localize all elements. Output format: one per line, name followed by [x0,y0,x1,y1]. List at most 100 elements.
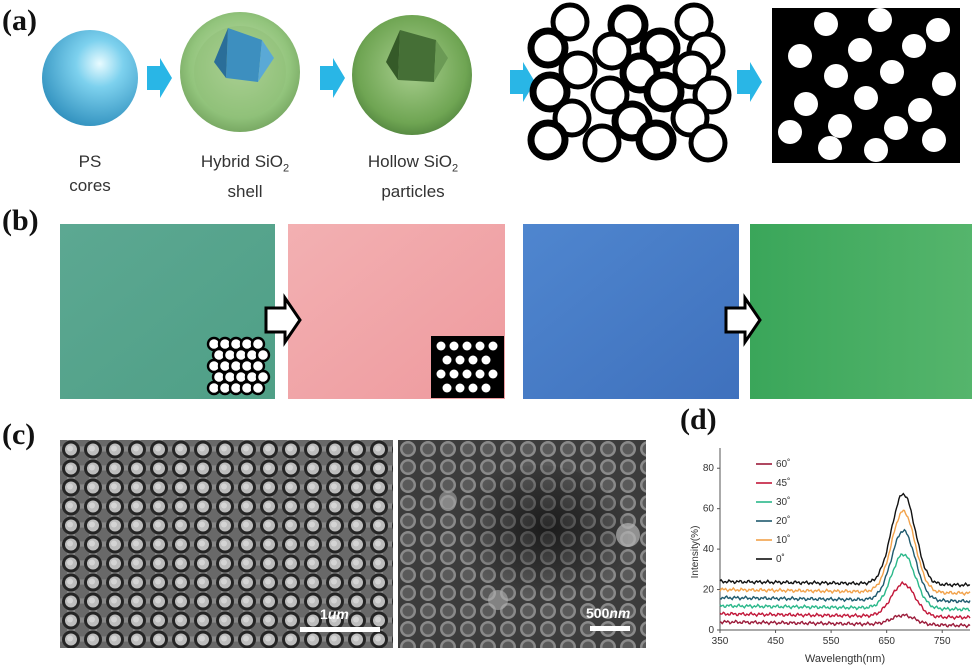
inset-dot [449,369,459,379]
inset-dot [436,369,446,379]
x-tick-label: 750 [934,636,951,647]
legend-label: 45˚ [776,477,790,489]
series-line [719,613,971,629]
series-line [719,492,971,588]
y-tick-label: 80 [703,463,715,474]
y-tick-label: 20 [703,585,715,596]
void-dot [864,138,888,162]
void-dot [848,38,872,62]
legend-label: 30˚ [776,496,790,508]
hollow-ring [527,27,569,69]
void-dot [814,12,838,36]
y-axis-label: Intensity(%) [690,526,701,579]
inset-dot [462,341,472,351]
chart-series [719,492,971,629]
x-tick-label: 350 [712,636,729,647]
process-arrow-1 [147,58,172,98]
inset-dot [455,355,465,365]
y-tick-label: 40 [703,544,715,555]
x-tick-label: 650 [878,636,895,647]
hollow-ring [590,75,630,115]
y-tick-label: 60 [703,504,715,515]
inset-ring [250,380,266,396]
inset-dot [436,341,446,351]
inverse-structure-diagram [772,8,960,163]
inset-dot-packing [431,336,504,398]
inset-dot [462,369,472,379]
series-line [719,580,971,621]
hollow-ring [582,123,622,163]
hollow-particle-sphere [352,15,472,135]
void-dot [868,8,892,32]
inset-dot [468,383,478,393]
void-dot [788,44,812,68]
legend-label: 20˚ [776,515,790,527]
void-dot [908,98,932,122]
void-dot [902,34,926,58]
series-line [719,553,971,612]
sem-micrograph [398,440,646,648]
inset-dot [481,355,491,365]
inset-dot [481,383,491,393]
open-arrow-2 [724,293,762,347]
void-dot [880,60,904,84]
void-dot [884,116,908,140]
void-dot [794,92,818,116]
hollow-ring [527,119,569,161]
hollow-ring [692,75,732,115]
schematic-diagram [42,2,960,163]
hollow-ring [592,31,632,71]
open-arrow-1 [264,293,302,347]
process-arrow-2 [320,58,345,98]
void-dot [818,136,842,160]
ps-core-sphere [42,30,138,126]
hollow-ring [672,50,712,90]
scale-bar-tem [300,627,380,632]
panel-label-d: (d) [680,403,717,436]
x-axis-label: Wavelength(nm) [805,653,885,665]
caption-ps-cores: PS cores [69,152,111,195]
hollow-ring [558,50,598,90]
chart-legend: 60˚ 45˚ 30˚ 20˚ 10˚ 0˚ [756,458,790,565]
y-tick-label: 0 [708,625,714,636]
void-dot [932,72,956,96]
caption-hybrid-shell: Hybrid SiO2 shell [200,152,290,202]
void-dot [824,64,848,88]
scale-bar-sem [590,626,630,631]
hollow-ring [552,98,592,138]
void-dot [854,86,878,110]
scale-label-tem: 1um [320,606,349,622]
hollow-ring [643,71,685,113]
legend-label: 60˚ [776,458,790,470]
inset-dot [475,369,485,379]
inset-dot [442,383,452,393]
panel-label-a: (a) [2,4,37,37]
hybrid-shell-sphere [180,12,300,132]
process-arrow-4 [737,62,762,102]
caption-hollow-particles: Hollow SiO2 particles [367,152,459,202]
inset-dot [442,355,452,365]
inset-dot [449,341,459,351]
inset-dot [488,341,498,351]
ring-packing-diagram [527,2,732,163]
inset-dot [455,383,465,393]
panel-label-b: (b) [2,204,39,237]
void-dot [828,114,852,138]
photo-overlays [60,224,972,399]
inset-dot [488,369,498,379]
hollow-ring [635,119,677,161]
hollow-ring [688,123,728,163]
void-dot [922,128,946,152]
tem-micrograph [60,440,393,648]
legend-label: 10˚ [776,534,790,546]
panel-label-c: (c) [2,418,36,451]
x-tick-label: 450 [767,636,784,647]
void-dot [926,18,950,42]
hollow-ring [550,2,590,42]
legend-label: 0˚ [776,553,785,565]
scale-label-sem: 500nm [586,605,631,621]
series-line [719,509,971,596]
inset-dot [468,355,478,365]
